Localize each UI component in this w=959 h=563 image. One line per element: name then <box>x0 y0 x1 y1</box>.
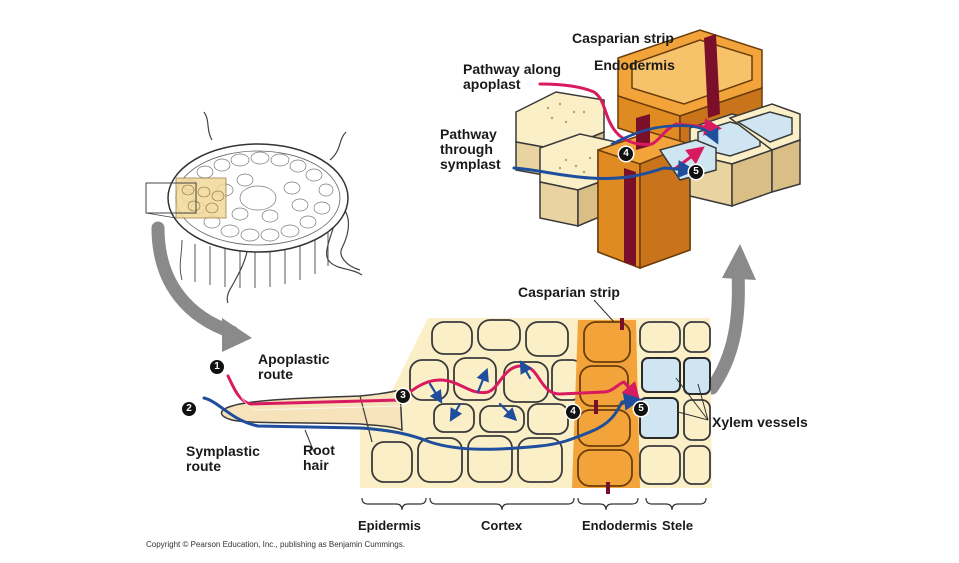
symplast-path-lower <box>202 360 642 451</box>
root-cross-section <box>145 111 363 304</box>
marker-5-lower: 5 <box>634 402 648 416</box>
marker-3: 3 <box>396 389 410 403</box>
marker-4-lower: 4 <box>566 405 580 419</box>
tissue-section <box>220 318 712 494</box>
region-label-cortex: Cortex <box>481 518 523 533</box>
marker-4-upper: 4 <box>619 147 633 161</box>
symplast-path-upper <box>512 124 719 180</box>
zoom-arrow-right <box>705 244 756 395</box>
label-casparian-strip-lower: Casparian strip <box>518 284 620 300</box>
label-endodermis-upper: Endodermis <box>594 57 675 73</box>
marker-1: 1 <box>210 360 224 374</box>
region-label-epidermis: Epidermis <box>358 518 421 533</box>
region-label-stele: Stele <box>662 518 694 533</box>
zoom-arrow-left <box>151 221 252 352</box>
label-xylem-vessels: Xylem vessels <box>712 414 808 430</box>
region-brackets <box>361 497 707 511</box>
region-label-endodermis: Endodermis <box>582 518 658 533</box>
apoplast-path-lower <box>226 364 640 411</box>
marker-2: 2 <box>182 402 196 416</box>
label-casparian-strip-upper: Casparian strip <box>572 30 674 46</box>
marker-5-upper: 5 <box>689 165 703 179</box>
copyright-text: Copyright © Pearson Education, Inc., pub… <box>146 540 405 549</box>
